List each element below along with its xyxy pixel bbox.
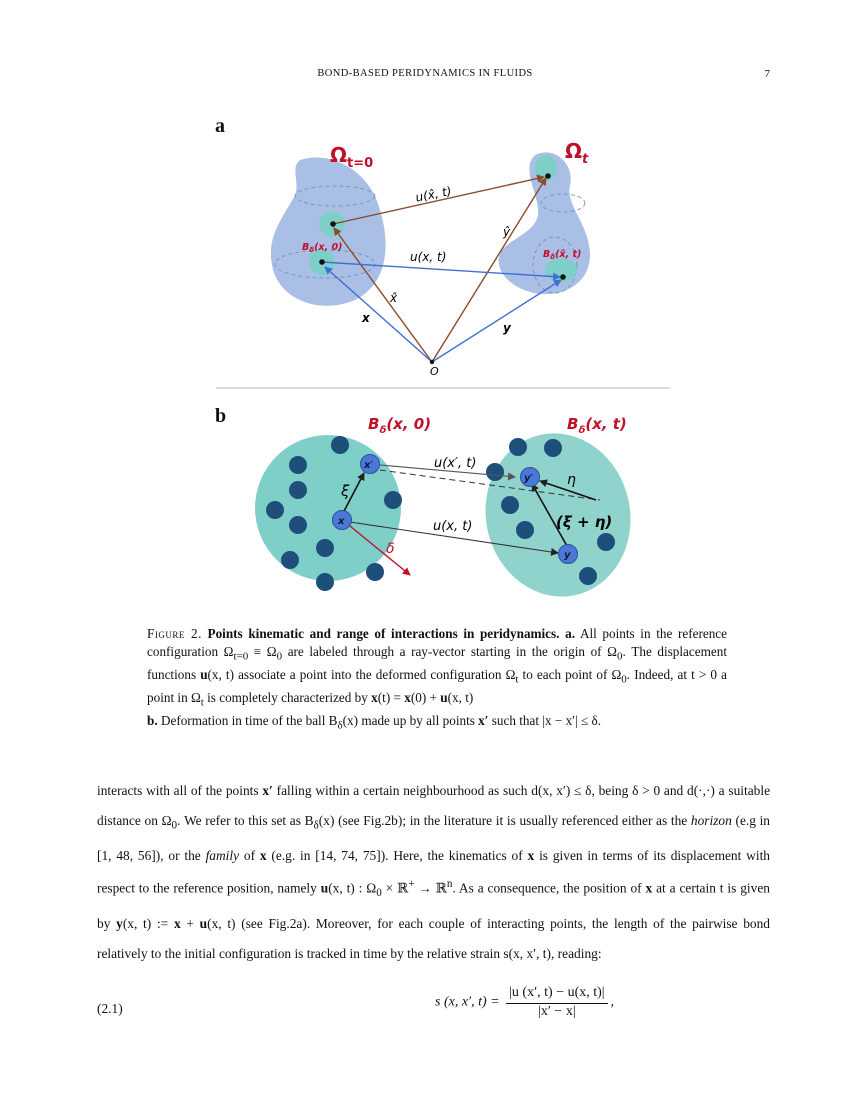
point-x-hat	[330, 221, 336, 227]
point-x-prime	[360, 454, 380, 474]
running-head: BOND-BASED PERIDYNAMICS IN FLUIDS 7	[0, 68, 850, 84]
label-eta: η	[567, 472, 576, 488]
panel-b-label: b	[215, 405, 227, 427]
reference-slice-top	[294, 185, 376, 207]
title-ball-deformed: Bδ(x, t)	[567, 415, 627, 436]
caption-b-label: b.	[147, 712, 158, 728]
point-x	[319, 259, 325, 265]
label-y-hat: ŷ	[502, 225, 511, 239]
label-delta-b: δ	[386, 541, 395, 557]
figure-2-illustration: Ωt=0 Ωt u(x̂, t) u(x, t) ŷ x̂ x y O Bδ(x…	[216, 139, 670, 597]
equation-numerator: |u (x′, t) − u(x, t)|	[506, 985, 608, 1004]
arrow-y-hat	[431, 177, 547, 363]
label-u-b: u(x, t)	[433, 519, 472, 534]
point-y	[560, 274, 566, 280]
caption-title: Points kinematic and range of interactio…	[207, 626, 560, 641]
point-y-hat	[545, 173, 551, 179]
panel-a-label: a	[215, 115, 225, 137]
arrow-u	[321, 261, 561, 281]
label-xi-eta: (ξ + η)	[556, 513, 612, 531]
equation-trail: ,	[610, 994, 615, 1010]
label-x: x	[361, 311, 371, 325]
equation-body: s (x, x′, t) = |u (x′, t) − u(x, t)| |x′…	[435, 985, 614, 1020]
dashed-bond-line	[379, 469, 601, 501]
equation-fraction: |u (x′, t) − u(x, t)| |x′ − x|	[506, 985, 608, 1020]
arrow-u-hat	[332, 174, 545, 225]
arrow-y	[431, 279, 562, 363]
neighbour-points-right	[486, 438, 615, 585]
label-x-prime: x′	[363, 460, 373, 471]
body-paragraph: interacts with all of the points x′ fall…	[97, 783, 771, 961]
point-y-b	[558, 544, 578, 564]
label-u-prime: u(x′, t)	[434, 456, 476, 471]
equation-number: (2.1)	[97, 1001, 123, 1016]
arrow-xi-eta	[531, 483, 568, 547]
origin-point	[429, 359, 435, 365]
point-y-prime	[520, 467, 540, 487]
arrow-xi	[341, 472, 365, 516]
label-y-prime: y′	[524, 473, 534, 484]
label-u: u(x, t)	[410, 250, 446, 264]
deformed-slice-top	[540, 193, 586, 213]
page-number: 7	[764, 68, 771, 80]
label-xi: ξ	[340, 482, 350, 500]
label-origin: O	[430, 365, 439, 378]
label-y: y	[503, 321, 512, 335]
title-ball-initial: Bδ(x, 0)	[368, 415, 431, 436]
caption-b-text: Deformation in time of the ball Bδ(x) ma…	[160, 712, 602, 732]
omega-t0-label: Ωt=0	[330, 143, 373, 171]
caption-text: All points in the reference configuratio…	[147, 626, 727, 709]
point-x-b	[332, 510, 352, 530]
equation-2-1: (2.1) s (x, x′, t) = |u (x′, t) − u(x, t…	[97, 985, 770, 1035]
deformed-slice-bottom	[532, 236, 578, 294]
arrow-x-hat	[333, 227, 433, 363]
omega-t-label: Ωt	[565, 139, 589, 167]
label-x-b: x	[337, 516, 345, 527]
caption-figure-label: Figure 2.	[147, 626, 202, 641]
arrow-delta	[349, 525, 411, 576]
deformed-ball-upper	[535, 155, 557, 181]
arrow-eta	[539, 479, 597, 501]
running-title: BOND-BASED PERIDYNAMICS IN FLUIDS	[317, 68, 533, 79]
deformed-domain-shape	[498, 152, 590, 295]
label-x-hat: x̂	[389, 291, 398, 305]
neighbour-points-left	[266, 436, 402, 591]
arrow-u-prime	[379, 464, 516, 481]
figure-caption: Figure 2. Points kinematic and range of …	[147, 625, 727, 735]
caption-a-label: a.	[565, 626, 576, 641]
label-ball-left: Bδ(x, 0)	[302, 242, 342, 254]
equation-denominator: |x′ − x|	[538, 1004, 576, 1019]
equation-lhs: s (x, x′, t) =	[435, 994, 500, 1010]
arrow-u-b	[349, 521, 559, 556]
label-y-b: y	[564, 550, 571, 561]
arrow-x	[324, 266, 433, 363]
label-ball-right: Bδ(x̂, t)	[543, 249, 581, 261]
label-u-hat: u(x̂, t)	[414, 184, 452, 205]
